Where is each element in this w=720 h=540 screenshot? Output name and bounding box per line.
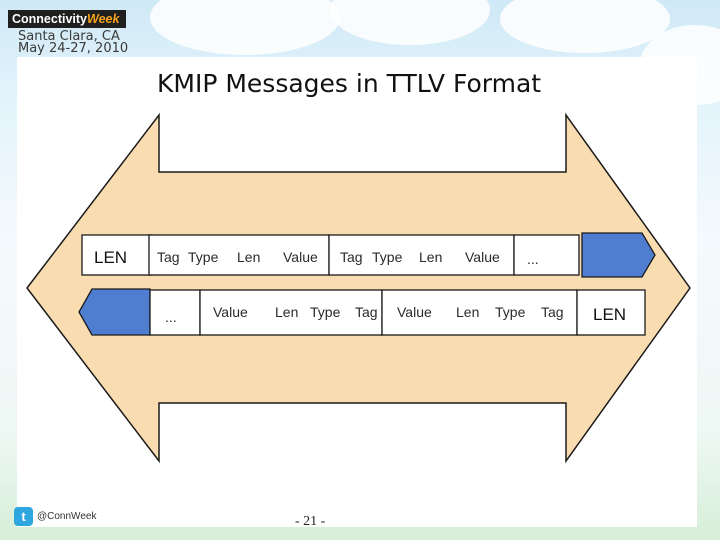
connectivity-week-logo: ConnectivityWeek [8,10,126,28]
background-cloud [150,0,340,55]
page-number: - 21 - [295,514,325,530]
bottom-tag-label-1: Tag [355,304,378,320]
top-blue-arrow-block [582,233,655,277]
bottom-blue-arrow-block [79,289,150,335]
bottom-type-label-1: Type [310,304,340,320]
top-continuation-box [514,235,579,275]
logo-text-week: Week [87,12,119,26]
top-type-label-2: Type [372,249,402,265]
top-tag-label-2: Tag [340,249,363,265]
top-tag-label-1: Tag [157,249,180,265]
top-value-label-1: Value [283,249,318,265]
background-cloud [500,0,670,53]
bottom-len-label: LEN [593,307,626,323]
bottom-len-field-label-1: Len [275,304,298,320]
top-len-field-label-2: Len [419,249,442,265]
slide-canvas: KMIP Messages in TTLV Format LEN Tag Typ… [17,57,697,527]
top-value-label-2: Value [465,249,500,265]
top-ellipsis: ... [527,251,539,267]
event-dates: May 24-27, 2010 [18,42,128,55]
logo-text-connectivity: Connectivity [12,12,87,26]
bottom-ellipsis: ... [165,309,177,325]
top-len-field-label-1: Len [237,249,260,265]
double-arrow-shape [27,115,690,461]
ttlv-diagram [17,57,697,527]
bottom-len-field-label-2: Len [456,304,479,320]
top-len-label: LEN [94,250,127,266]
twitter-handle: @ConnWeek [37,511,96,522]
twitter-icon: t [14,507,33,526]
bottom-value-label-1: Value [213,304,248,320]
bottom-type-label-2: Type [495,304,525,320]
background-cloud [330,0,490,45]
bottom-value-label-2: Value [397,304,432,320]
bottom-tag-label-2: Tag [541,304,564,320]
top-type-label-1: Type [188,249,218,265]
